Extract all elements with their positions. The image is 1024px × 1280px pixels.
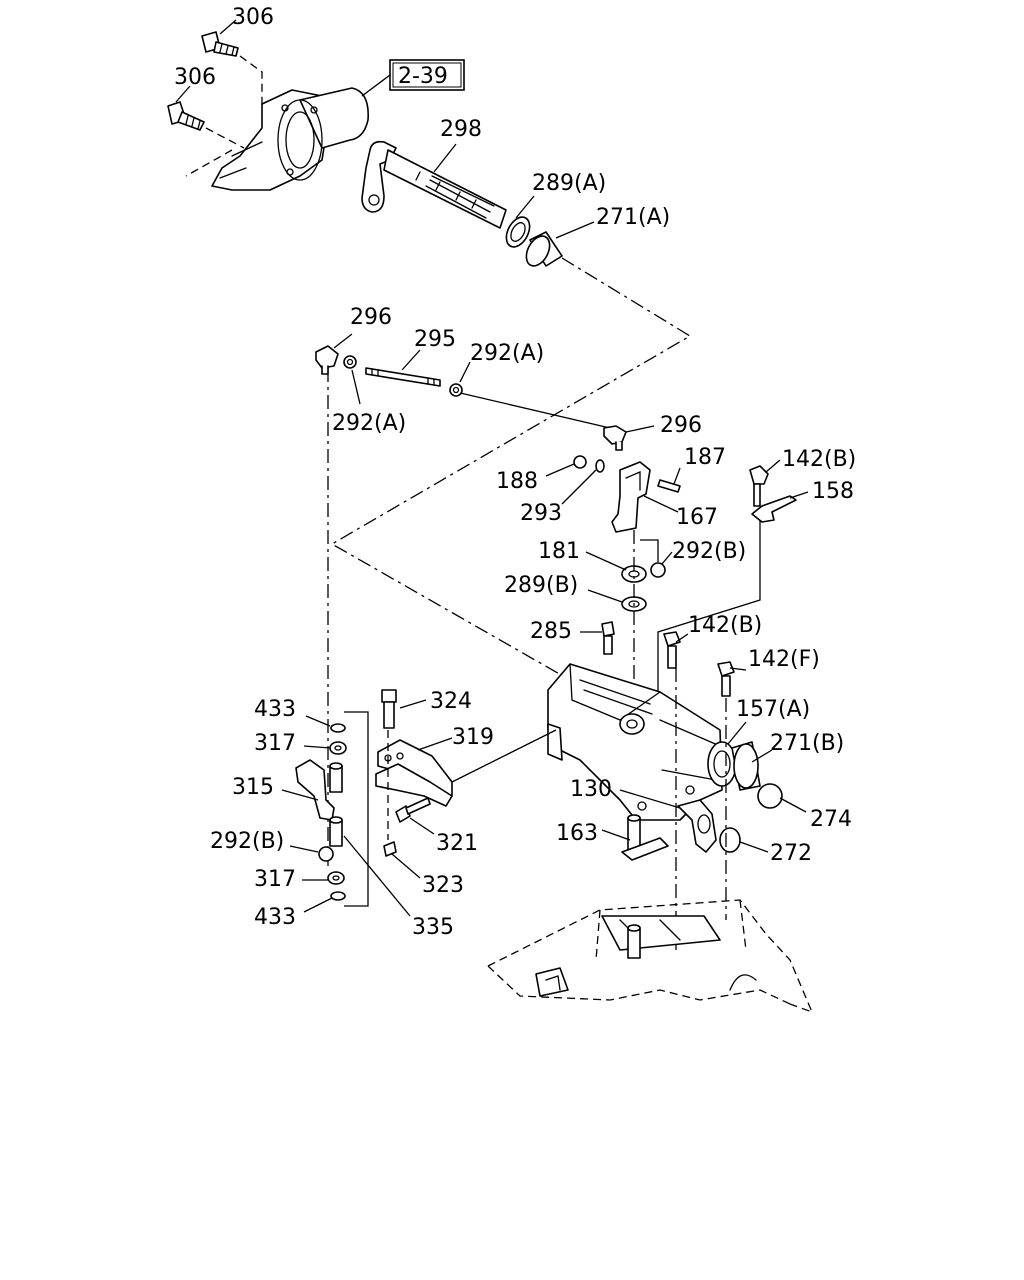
label-157A: 157(A) bbox=[736, 697, 810, 722]
label-317-lower: 317 bbox=[254, 867, 296, 892]
label-181: 181 bbox=[538, 539, 580, 564]
label-271A: 271(A) bbox=[596, 205, 670, 230]
leader-306-upper-dash bbox=[239, 55, 263, 106]
bolt-142B-top bbox=[749, 465, 769, 507]
label-292B-lower: 292(B) bbox=[210, 829, 284, 854]
label-142F: 142(F) bbox=[748, 647, 820, 672]
nut-292A-left bbox=[343, 355, 357, 369]
label-142B-mid: 142(B) bbox=[688, 613, 762, 638]
label-295: 295 bbox=[414, 327, 456, 352]
nut-292B-upper bbox=[650, 562, 666, 578]
bushing-335-upper bbox=[329, 762, 343, 793]
reference-box[interactable]: 2-39 bbox=[389, 59, 465, 91]
label-321: 321 bbox=[436, 831, 478, 856]
bushing-271B bbox=[731, 741, 761, 791]
lever-130 bbox=[677, 799, 717, 853]
nut-188 bbox=[573, 455, 587, 469]
lever-167 bbox=[611, 461, 651, 533]
link-bracket-cover bbox=[451, 729, 557, 783]
cover-body bbox=[547, 663, 723, 821]
label-292A-left: 292(A) bbox=[332, 411, 406, 436]
shaft-298 bbox=[361, 140, 507, 229]
seal-289A bbox=[505, 216, 531, 248]
label-319: 319 bbox=[452, 725, 494, 750]
shaft-163 bbox=[621, 814, 669, 861]
label-285: 285 bbox=[530, 619, 572, 644]
housing-2-39 bbox=[211, 87, 369, 191]
label-306-lower: 306 bbox=[174, 65, 216, 90]
label-298: 298 bbox=[440, 117, 482, 142]
label-188: 188 bbox=[496, 469, 538, 494]
leader-306-lower-dash bbox=[205, 127, 245, 149]
label-274: 274 bbox=[810, 807, 852, 832]
cap-274 bbox=[757, 783, 783, 809]
nut-317-lower bbox=[327, 871, 345, 885]
pin-324 bbox=[381, 689, 397, 729]
reference-box-label: 2-39 bbox=[398, 64, 448, 89]
label-289B: 289(B) bbox=[504, 573, 578, 598]
bolt-306-upper bbox=[201, 31, 239, 57]
link-line bbox=[455, 391, 611, 429]
leader-lines bbox=[175, 19, 809, 917]
nut-292B-lower bbox=[318, 846, 334, 862]
centerline-shaft bbox=[330, 257, 692, 681]
bracket-315 bbox=[295, 759, 335, 821]
nut-317-upper bbox=[329, 741, 347, 755]
label-317-upper: 317 bbox=[254, 731, 296, 756]
rod-295 bbox=[365, 367, 441, 387]
snap-ring-272 bbox=[719, 827, 741, 853]
clip-158 bbox=[751, 495, 797, 523]
bracket-line-335 bbox=[344, 711, 369, 907]
housing-dash-left bbox=[185, 149, 233, 177]
label-296-right: 296 bbox=[660, 413, 702, 438]
bolt-142F bbox=[717, 661, 735, 697]
nut-323 bbox=[383, 841, 397, 857]
pin-187 bbox=[657, 479, 681, 493]
label-289A: 289(A) bbox=[532, 171, 606, 196]
o-ring-433-lower bbox=[330, 891, 346, 901]
ball-joint-296-left bbox=[315, 345, 339, 375]
bracket-292B bbox=[640, 539, 659, 562]
bolt-285 bbox=[601, 621, 615, 655]
label-271B: 271(B) bbox=[770, 731, 844, 756]
label-292A-right: 292(A) bbox=[470, 341, 544, 366]
bolt-306-lower bbox=[167, 101, 205, 131]
bushing-335-lower bbox=[329, 816, 343, 847]
bushing-271A bbox=[525, 231, 563, 267]
label-324: 324 bbox=[430, 689, 472, 714]
label-433-upper: 433 bbox=[254, 697, 296, 722]
labels: 306 306 298 289(A) 271(A) 296 295 292(A)… bbox=[174, 5, 856, 940]
o-ring-433-upper bbox=[330, 723, 346, 733]
label-293: 293 bbox=[520, 501, 562, 526]
label-335: 335 bbox=[412, 915, 454, 940]
ball-joint-296-right bbox=[603, 425, 627, 451]
label-130: 130 bbox=[570, 777, 612, 802]
label-296-left: 296 bbox=[350, 305, 392, 330]
label-315: 315 bbox=[232, 775, 274, 800]
nut-292A-right bbox=[449, 383, 463, 397]
washer-293 bbox=[595, 459, 605, 473]
label-292B-upper: 292(B) bbox=[672, 539, 746, 564]
label-433-lower: 433 bbox=[254, 905, 296, 930]
bolt-321 bbox=[395, 797, 431, 823]
leader-2-39 bbox=[361, 74, 391, 97]
label-142B-top: 142(B) bbox=[782, 447, 856, 472]
label-167: 167 bbox=[676, 505, 718, 530]
label-323: 323 bbox=[422, 873, 464, 898]
label-158: 158 bbox=[812, 479, 854, 504]
bracket-319 bbox=[375, 739, 453, 807]
label-272: 272 bbox=[770, 841, 812, 866]
label-187: 187 bbox=[684, 445, 726, 470]
label-306-upper: 306 bbox=[232, 5, 274, 30]
label-163: 163 bbox=[556, 821, 598, 846]
bolt-142B-mid bbox=[663, 631, 681, 669]
wire-158 bbox=[657, 520, 761, 740]
transmission-base bbox=[487, 899, 814, 1014]
